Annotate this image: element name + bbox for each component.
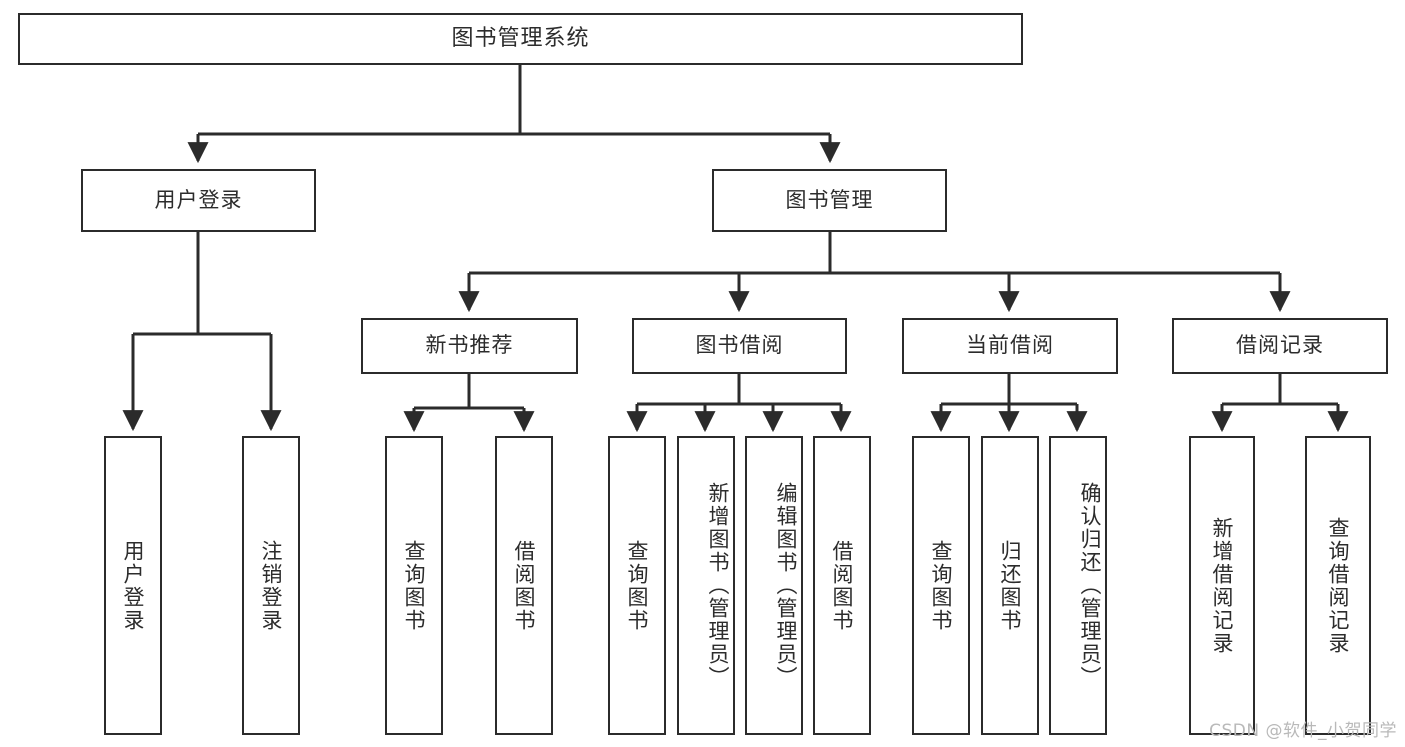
leaf-return-book[interactable]: 归还图书 (981, 436, 1039, 735)
leaf-borrow-book-recommend[interactable]: 借阅图书 (495, 436, 553, 735)
node-book-management[interactable]: 图书管理 (712, 169, 947, 232)
leaf-query-book[interactable]: 查询图书 (608, 436, 666, 735)
leaf-user-login[interactable]: 用户登录 (104, 436, 162, 735)
node-label: 注销登录 (259, 539, 283, 632)
node-new-book-recommend[interactable]: 新书推荐 (361, 318, 578, 374)
node-label: 归还图书 (998, 539, 1022, 632)
leaf-add-book-admin[interactable]: 新增图书（管理员） (677, 436, 735, 735)
node-label: 借阅记录 (1236, 333, 1324, 358)
node-current-borrow[interactable]: 当前借阅 (902, 318, 1118, 374)
node-label: 用户登录 (121, 539, 145, 632)
node-borrow-record[interactable]: 借阅记录 (1172, 318, 1388, 374)
leaf-borrow-book[interactable]: 借阅图书 (813, 436, 871, 735)
node-label: 借阅图书 (830, 539, 854, 632)
node-label: 新增借阅记录 (1210, 516, 1234, 655)
node-label: 编辑图书（管理员） (774, 482, 798, 689)
leaf-query-book-recommend[interactable]: 查询图书 (385, 436, 443, 735)
node-label: 新书推荐 (425, 333, 514, 358)
node-label: 图书管理 (785, 187, 874, 212)
node-label: 确认归还（管理员） (1078, 482, 1102, 689)
node-label: 查询图书 (402, 539, 426, 632)
node-root-system[interactable]: 图书管理系统 (18, 13, 1023, 65)
node-label: 图书管理系统 (451, 25, 590, 51)
leaf-add-borrow-record[interactable]: 新增借阅记录 (1189, 436, 1255, 735)
node-label: 用户登录 (154, 187, 243, 212)
watermark: CSDN @软件_小贺同学 (1209, 721, 1397, 741)
node-label: 借阅图书 (512, 539, 536, 632)
node-label: 新增图书（管理员） (706, 482, 730, 689)
node-book-borrow[interactable]: 图书借阅 (632, 318, 847, 374)
leaf-query-book-current[interactable]: 查询图书 (912, 436, 970, 735)
leaf-query-borrow-record[interactable]: 查询借阅记录 (1305, 436, 1371, 735)
leaf-edit-book-admin[interactable]: 编辑图书（管理员） (745, 436, 803, 735)
leaf-confirm-return-admin[interactable]: 确认归还（管理员） (1049, 436, 1107, 735)
node-label: 图书借阅 (695, 333, 784, 358)
node-user-login[interactable]: 用户登录 (81, 169, 316, 232)
node-label: 查询借阅记录 (1326, 516, 1350, 655)
leaf-user-logout[interactable]: 注销登录 (242, 436, 300, 735)
node-label: 当前借阅 (966, 333, 1054, 358)
node-label: 查询图书 (625, 539, 649, 632)
node-label: 查询图书 (929, 539, 953, 632)
